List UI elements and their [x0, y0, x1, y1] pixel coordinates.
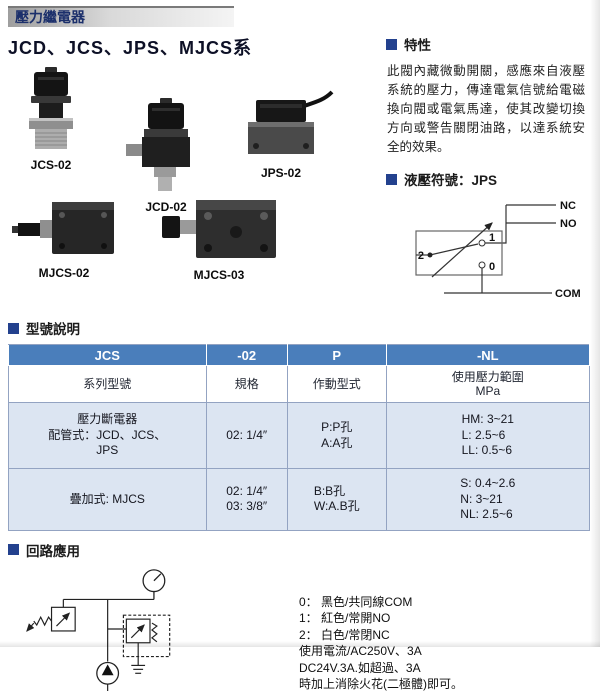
column-subheader: 規格 [205, 365, 288, 403]
model-table-heading: 型號說明 [8, 318, 590, 338]
product-mjcs-02: MJCS-02 [12, 198, 116, 280]
column-header: -02 [205, 344, 288, 366]
note-line: 1： 紅色/常開NO [299, 611, 391, 625]
pivot-contact-dot [427, 252, 433, 258]
product-label: MJCS-02 [38, 266, 90, 280]
pressure-cell: HM: 3~21 L: 2.5~6 LL: 0.5~6 [385, 402, 591, 469]
column-header: -NL [385, 344, 591, 366]
page-edge-shadow [0, 641, 600, 647]
terminal-0-label: 0 [489, 261, 495, 273]
circuit-application-section: 回路應用 [8, 540, 590, 693]
note-line: 0： 黑色/共同線COM [299, 594, 413, 609]
product-jps-02: JPS-02 [228, 90, 334, 180]
product-jcd-02: JCD-02 [124, 98, 208, 214]
product-label: JCS-02 [30, 158, 72, 172]
product-photo-grid: JCS-02 JPS-02 [8, 64, 386, 292]
pressure-switch-photo-icon [29, 67, 73, 149]
circuit-heading-label: 回路應用 [26, 543, 80, 559]
section-bullet-icon [8, 544, 19, 555]
note-line: 2： 白色/常閉NC [299, 627, 390, 642]
nc-label: NC [560, 200, 576, 212]
product-label: JPS-02 [260, 166, 302, 180]
product-label: JCD-02 [145, 200, 187, 214]
no-label: NO [560, 218, 577, 230]
series-cell: 疊加式: MJCS [8, 468, 207, 531]
model-table-heading-label: 型號說明 [26, 322, 80, 337]
product-label: MJCS-03 [193, 268, 245, 282]
com-label: COM [555, 288, 581, 300]
terminal-2-label: 2 [418, 250, 424, 262]
section-bullet-icon [8, 322, 19, 334]
action-cell: P:P孔 A:A孔 [286, 402, 387, 469]
model-number-section: 型號說明 JCS -02 P -NL 系列型號 規格 作動型式 使用壓力範圍 M… [8, 318, 591, 531]
page-edge-shadow [590, 0, 600, 647]
cell-text: HM: 3~21 L: 2.5~6 LL: 0.5~6 [461, 412, 514, 458]
info-column: 特性 此閥內藏微動開關，感應來自液壓系統的壓力，傳達電氣信號給電磁換向閥或電氣馬… [386, 32, 590, 310]
model-table-header-row: JCS -02 P -NL [8, 344, 591, 366]
note-line: DC24V.3A.如超過、3A [299, 660, 421, 675]
series-title: JCD、JCS、JPS、MJCS系 [8, 38, 253, 58]
pressure-switch-photo-icon [126, 98, 190, 191]
column-subheader: 作動型式 [286, 365, 387, 403]
section-bullet-icon [386, 173, 397, 185]
model-table-subheader-row: 系列型號 規格 作動型式 使用壓力範圍 MPa [8, 365, 591, 403]
table-row: 疊加式: MJCS 02: 1/4″ 03: 3/8″ B:B孔 W:A.B孔 … [8, 468, 591, 531]
product-column: JCD、JCS、JPS、MJCS系 [8, 32, 386, 310]
column-header: P [286, 344, 387, 366]
cell-text: S: 0.4~2.6 N: 3~21 NL: 2.5~6 [460, 476, 516, 521]
series-cell: 壓力斷電器 配管式：JCD、JCS、 JPS [8, 402, 207, 469]
cell-text: B:B孔 W:A.B孔 [313, 483, 360, 514]
hydraulic-symbol-diagram: 2 1 0 NC NO COM [415, 200, 581, 300]
pressure-switch-symbol [26, 598, 76, 632]
section-bullet-icon [386, 38, 397, 50]
column-subheader: 使用壓力範圍 MPa [385, 365, 591, 403]
symbol-heading-label: 液壓符號：JPS [404, 173, 498, 188]
spec-cell: 02: 1/4″ 03: 3/8″ [205, 468, 288, 531]
features-heading: 特性 [386, 34, 590, 54]
circuit-diagram [26, 568, 171, 691]
features-heading-label: 特性 [404, 38, 431, 53]
spec-cell: 02: 1/4″ [205, 402, 288, 469]
pressure-gauge-icon [142, 568, 166, 599]
pump-icon [96, 661, 120, 691]
contact-1-dot [478, 239, 486, 247]
modular-valve-photo-icon [162, 200, 276, 258]
cell-text: P:P孔 A:A孔 [321, 420, 353, 450]
column-subheader: 系列型號 [8, 365, 207, 403]
modular-valve-photo-icon [12, 202, 114, 254]
terminal-1-label: 1 [489, 232, 495, 244]
circuit-row: 0： 黑色/共同線COM 1： 紅色/常開NO 2： 白色/常閉NC 使用電流/… [8, 564, 590, 693]
table-row: 壓力斷電器 配管式：JCD、JCS、 JPS 02: 1/4″ P:P孔 A:A… [8, 402, 591, 469]
product-jcs-02: JCS-02 [14, 66, 88, 172]
symbol-heading: 液壓符號：JPS [386, 169, 590, 189]
page-title: 壓力繼電器 [15, 9, 85, 25]
top-section: JCD、JCS、JPS、MJCS系 [8, 32, 590, 310]
action-cell: B:B孔 W:A.B孔 [286, 468, 387, 531]
circuit-heading: 回路應用 [8, 540, 590, 560]
page-title-bar: 壓力繼電器 [8, 6, 234, 27]
features-text: 此閥內藏微動開關，感應來自液壓系統的壓力，傳達電氣信號給電磁換向閥或電氣馬達，使… [387, 64, 585, 154]
switch-wiring [415, 204, 556, 294]
note-line: 時加上消除火花(二極體)即可。 [299, 677, 463, 691]
contact-0-dot [478, 261, 486, 269]
pressure-switch-photo-icon [248, 90, 334, 154]
pressure-cell: S: 0.4~2.6 N: 3~21 NL: 2.5~6 [385, 468, 591, 531]
column-header: JCS [8, 344, 207, 366]
product-mjcs-03: MJCS-03 [160, 198, 278, 282]
model-table: JCS -02 P -NL 系列型號 規格 作動型式 使用壓力範圍 MPa 壓力… [8, 344, 591, 531]
